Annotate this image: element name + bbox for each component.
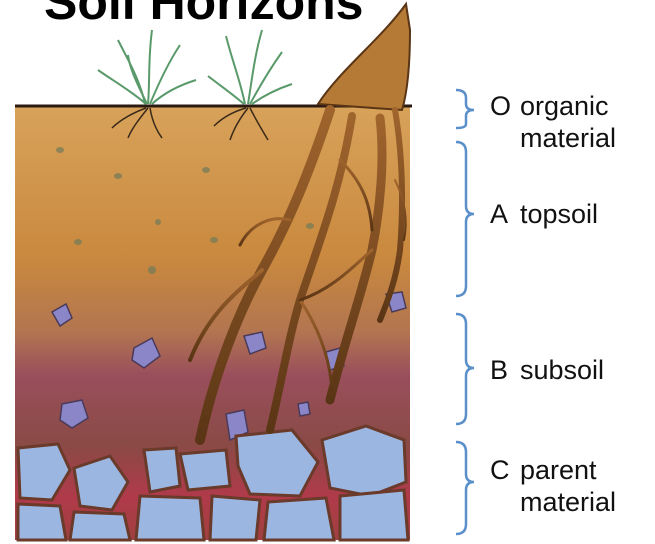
horizon-label-a: Atopsoil bbox=[490, 198, 598, 230]
bracket-a bbox=[456, 142, 474, 296]
horizon-name-o-line1: organic bbox=[520, 91, 609, 121]
horizon-name-b: subsoil bbox=[520, 355, 604, 385]
horizon-name-c-line2: material bbox=[490, 486, 616, 518]
horizon-name-a: topsoil bbox=[520, 199, 598, 229]
horizon-label-c: Cparent material bbox=[490, 454, 616, 518]
horizon-label-b: Bsubsoil bbox=[490, 354, 604, 386]
horizon-letter-a: A bbox=[490, 198, 520, 230]
horizon-name-o-line2: material bbox=[490, 122, 616, 154]
horizon-name-c-line1: parent bbox=[520, 455, 597, 485]
horizon-letter-o: O bbox=[490, 90, 520, 122]
horizon-letter-c: C bbox=[490, 454, 520, 486]
horizon-label-o: Oorganic material bbox=[490, 90, 616, 154]
horizon-letter-b: B bbox=[490, 354, 520, 386]
bracket-c bbox=[456, 442, 474, 534]
bracket-b bbox=[456, 314, 474, 424]
bracket-o bbox=[456, 90, 474, 128]
